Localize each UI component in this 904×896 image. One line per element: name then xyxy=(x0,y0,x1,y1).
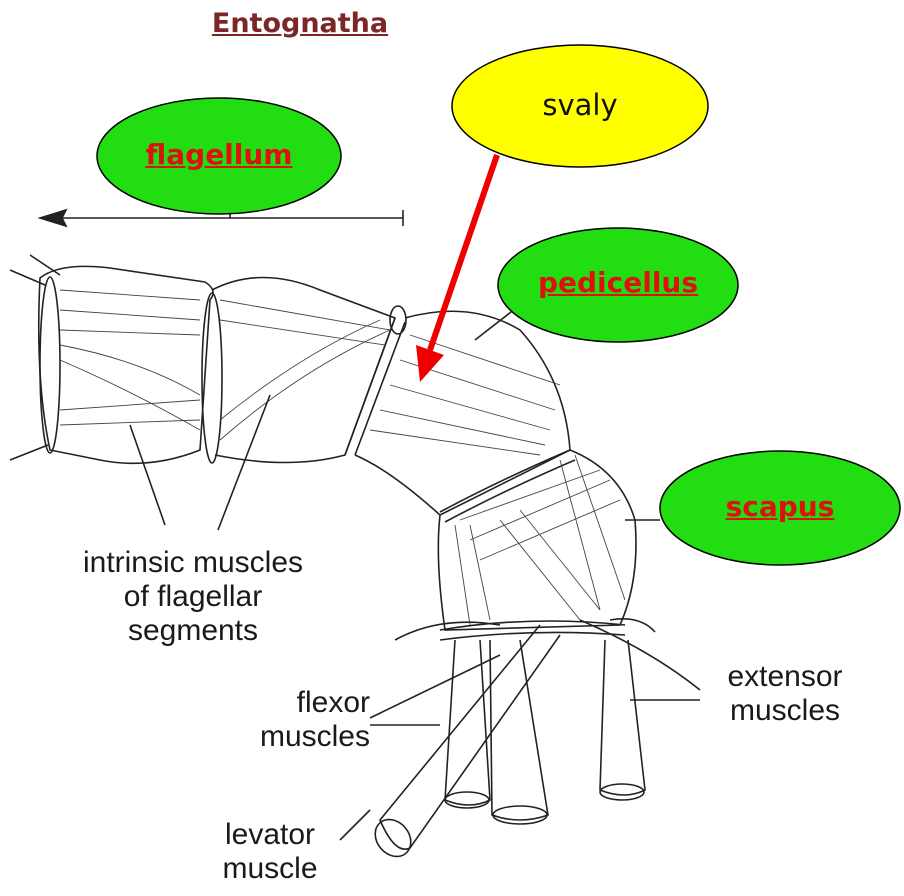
caption-line: muscle xyxy=(200,852,340,886)
svaly-pointer-arrow xyxy=(430,155,497,350)
leader-flexor-1 xyxy=(370,655,500,718)
flagellum-label: flagellum xyxy=(119,138,319,171)
caption-line: muscles xyxy=(700,694,870,728)
caption-line: muscles xyxy=(230,720,370,754)
caption-line: intrinsic muscles xyxy=(28,546,358,580)
leader-levator xyxy=(340,810,370,840)
caption-line: flexor xyxy=(230,686,370,720)
flexor-muscle-1 xyxy=(445,640,490,805)
caption-line: of flagellar xyxy=(28,580,358,614)
leader-intrinsic-1 xyxy=(130,425,165,525)
pedicellus-label: pedicellus xyxy=(508,266,728,299)
extensor-muscle-tube xyxy=(600,640,645,795)
levator-muscle xyxy=(380,625,560,849)
svaly-pointer-arrowhead xyxy=(416,345,444,382)
pedicellus-outline xyxy=(355,311,570,515)
caption-line: segments xyxy=(28,614,358,648)
intrinsic-muscles-caption: intrinsic muscles of flagellar segments xyxy=(28,546,358,648)
flagellar-segment-2 xyxy=(212,278,395,463)
flagellum-direction-arrowhead xyxy=(40,210,66,226)
levator-muscle-caption: levator muscle xyxy=(200,818,340,886)
leader-extensor xyxy=(580,620,700,690)
extensor-muscles-caption: extensor muscles xyxy=(700,660,870,728)
page-title: Entognatha xyxy=(195,8,405,39)
svaly-label: svaly xyxy=(455,88,705,122)
flexor-muscle-2 xyxy=(490,640,548,820)
caption-line: levator xyxy=(200,818,340,852)
flexor-muscles-caption: flexor muscles xyxy=(230,686,370,754)
flagellar-segment-1 xyxy=(39,266,213,463)
scapus-label: scapus xyxy=(680,490,880,523)
caption-line: extensor xyxy=(700,660,870,694)
